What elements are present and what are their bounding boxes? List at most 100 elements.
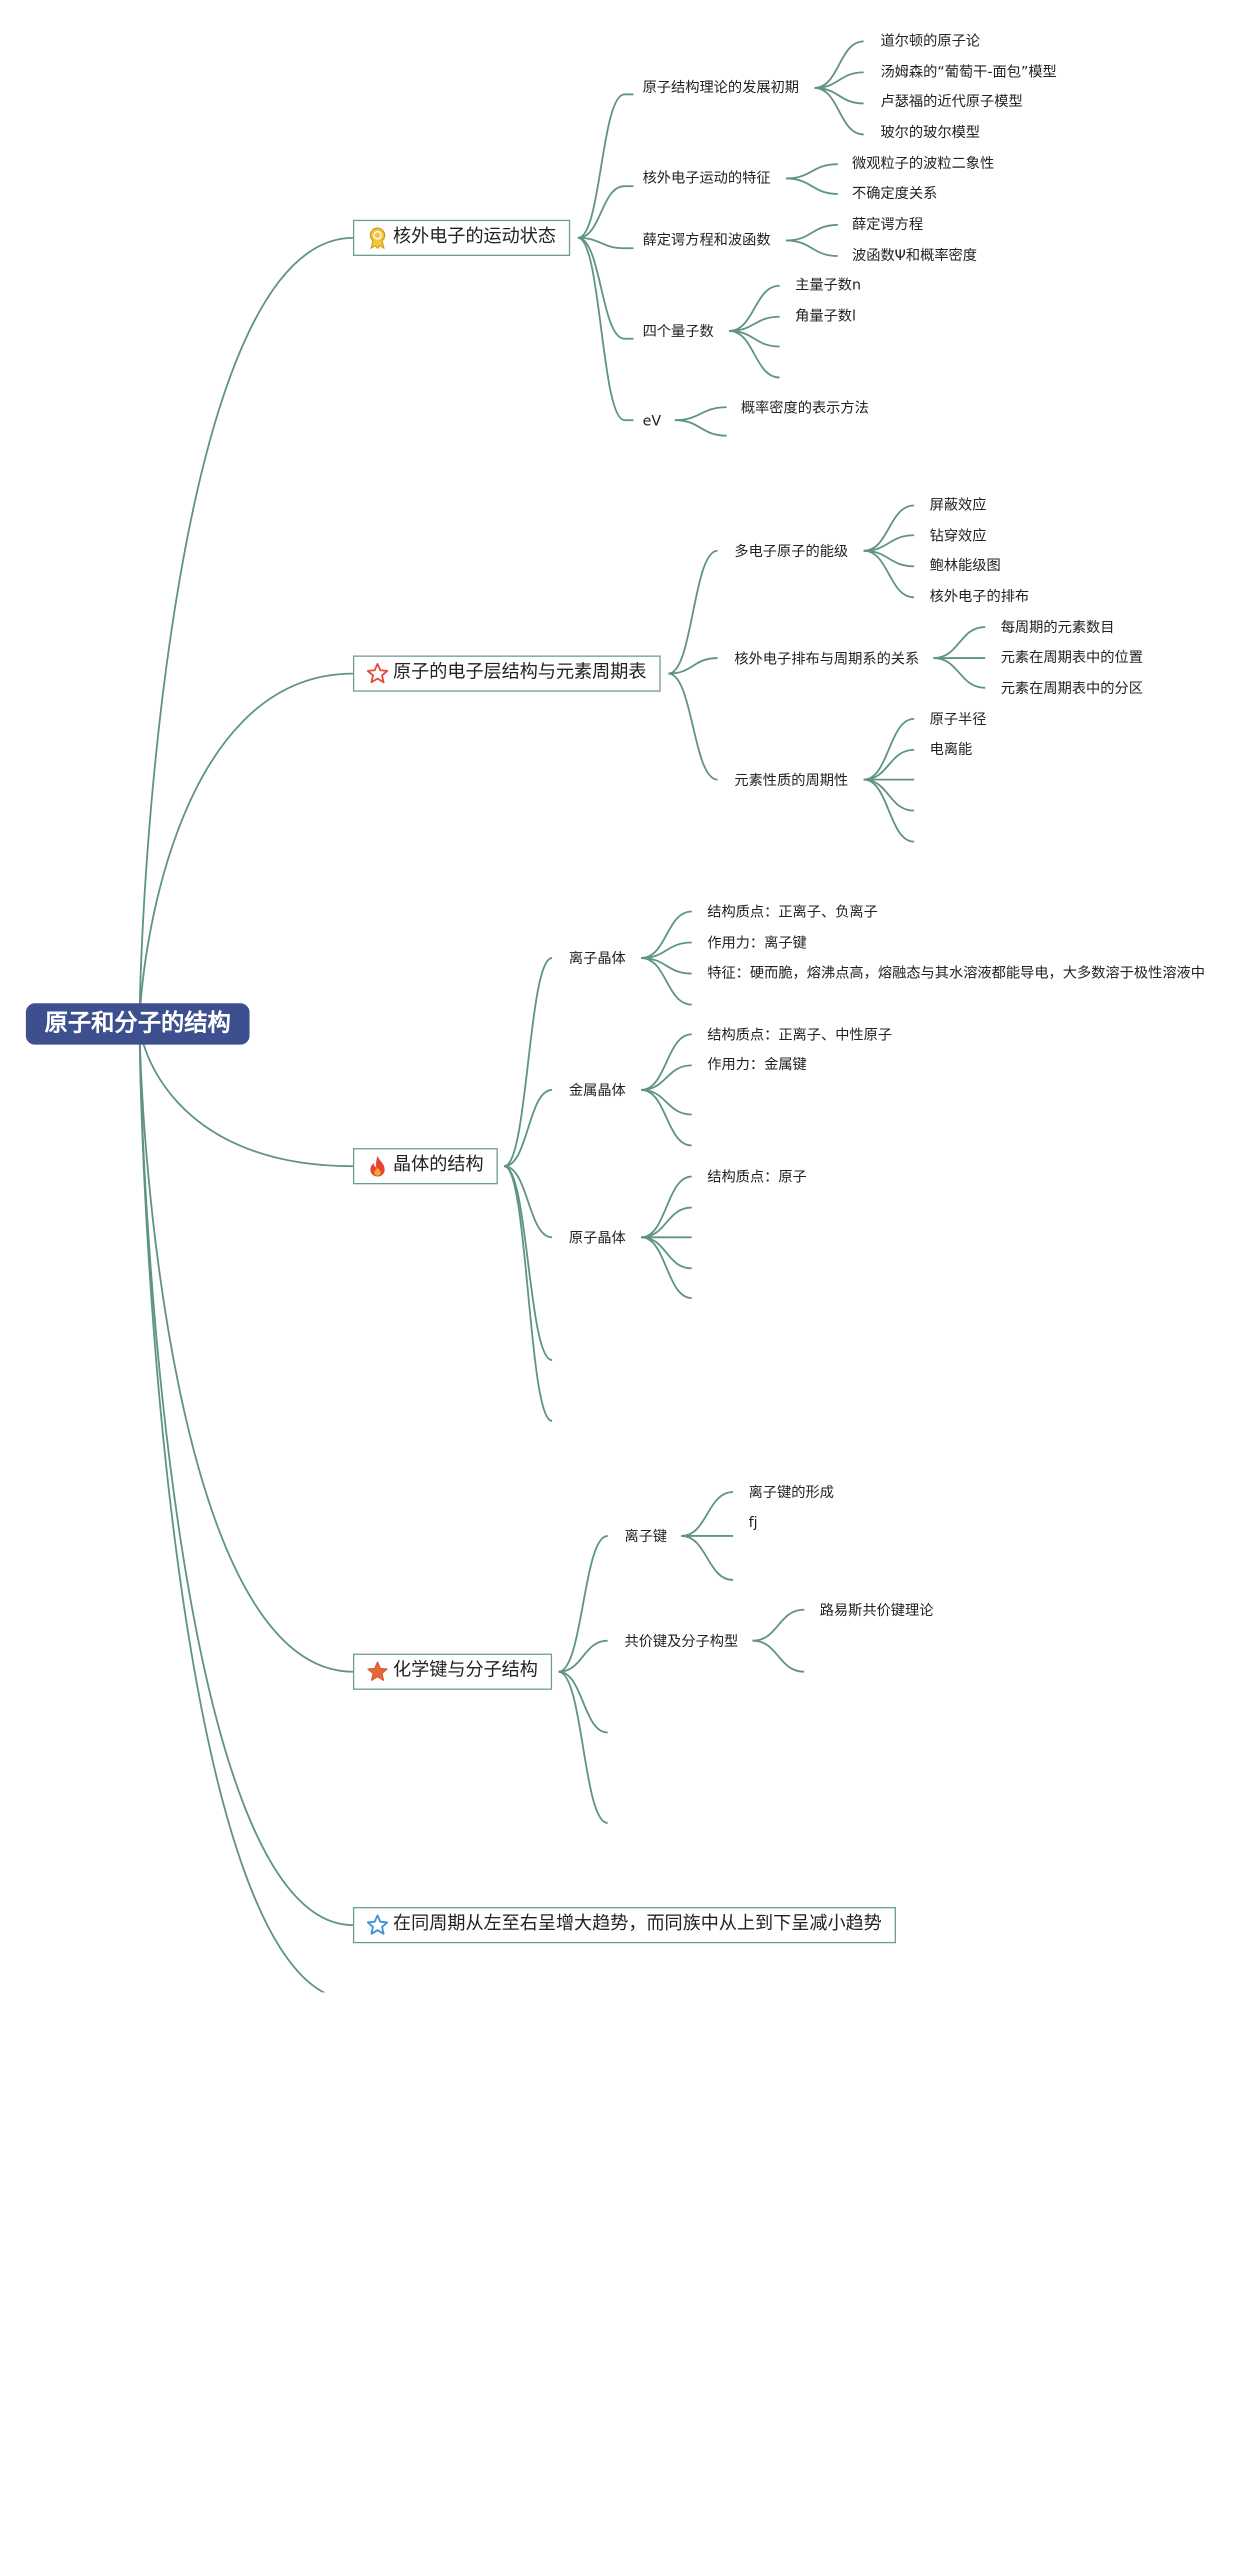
connector-line [577, 236, 625, 250]
branch-title: 原子的电子层结构与元素周期表 [393, 661, 647, 683]
leaf-node[interactable]: 主量子数n [795, 276, 862, 294]
medal-icon [369, 227, 386, 250]
connector-line [752, 1608, 805, 1642]
leaf-node[interactable]: 钻穿效应 [929, 527, 987, 545]
star-outline-blue-icon [366, 1914, 389, 1935]
connector-line [933, 657, 986, 689]
connector-line [641, 1206, 692, 1239]
branch-node-trend[interactable]: 在同周期从左至右呈增大趋势，而同族中从上到下呈减小趋势 [352, 1907, 896, 1944]
branch-title: 晶体的结构 [393, 1154, 484, 1176]
node[interactable]: eV [642, 412, 662, 430]
connector-line [933, 626, 986, 659]
node[interactable]: 原子晶体 [568, 1229, 626, 1247]
leaf-node[interactable]: 汤姆森的“葡萄干-面包”模型 [880, 63, 1057, 81]
connector-line [786, 224, 838, 242]
connector-line [138, 236, 353, 1024]
connector-line [504, 1089, 553, 1168]
leaf-node[interactable]: 不确定度关系 [852, 184, 938, 202]
node[interactable]: 离子键 [624, 1528, 668, 1546]
leaf-node[interactable]: 路易斯共价键理论 [819, 1601, 934, 1619]
leaf-node[interactable]: 特征：硬而脆，熔沸点高，熔融态与其水溶液都能导电，大多数溶于极性溶液中 [707, 964, 1205, 982]
node[interactable]: 金属晶体 [568, 1082, 626, 1099]
connector-line [503, 1165, 553, 1362]
connector-line [681, 1491, 734, 1537]
connector-line [863, 748, 915, 781]
connector-line [641, 1064, 692, 1091]
leaf-node[interactable]: 结构质点：正离子、中性原子 [707, 1026, 893, 1044]
connector-line [577, 236, 625, 422]
connector-line [577, 93, 625, 239]
leaf-node[interactable]: 鲍林能级图 [929, 557, 1001, 575]
node[interactable]: 多电子原子的能级 [734, 543, 849, 560]
leaf-node[interactable]: 结构质点：正离子、负离子 [707, 903, 878, 921]
branch-title: 核外电子的运动状态 [393, 226, 556, 247]
connector-line [814, 87, 864, 136]
branch-node-motion-state[interactable]: 核外电子的运动状态 [352, 219, 571, 256]
node[interactable]: 原子结构理论的发展初期 [642, 78, 800, 96]
connector-line [641, 957, 692, 1006]
connector-line [577, 236, 625, 340]
leaf-node[interactable]: 核外电子的排布 [929, 588, 1030, 606]
connector-lines [138, 40, 986, 1993]
connector-line [786, 163, 838, 180]
connector-line [752, 1639, 805, 1673]
leaf-node[interactable]: 原子半径 [929, 711, 987, 728]
node[interactable]: 元素性质的周期性 [734, 771, 849, 789]
leaf-node[interactable]: 微观粒子的波粒二象性 [852, 155, 995, 172]
connector-line [558, 1670, 608, 1734]
connector-line [558, 1639, 608, 1673]
connector-line [863, 717, 915, 781]
leaf-node[interactable]: 波函数Ψ和概率密度 [852, 246, 978, 264]
leaf-node[interactable]: 屏蔽效应 [929, 496, 987, 514]
connector-line [668, 549, 718, 675]
leaf-node[interactable]: 元素在周期表中的位置 [1000, 649, 1143, 666]
leaf-node[interactable]: 元素在周期表中的分区 [1000, 680, 1143, 697]
node[interactable]: 核外电子运动的特征 [642, 169, 771, 187]
connector-line [668, 672, 718, 781]
connector-line [641, 1089, 692, 1116]
leaf-node[interactable]: 角量子数l [795, 307, 856, 325]
connector-line [558, 1535, 608, 1673]
connector-line [641, 1236, 692, 1299]
node[interactable]: 四个量子数 [642, 323, 714, 341]
connector-line [729, 330, 780, 379]
connector-line [641, 1175, 692, 1239]
fire-icon [370, 1155, 385, 1177]
connector-line [577, 185, 625, 239]
leaf-node[interactable]: 卢瑟福的近代原子模型 [880, 93, 1023, 110]
leaf-node[interactable]: 结构质点：原子 [707, 1168, 807, 1186]
connector-line [138, 1023, 353, 1673]
connector-line [503, 1165, 553, 1422]
branch-node-periodic-table[interactable]: 原子的电子层结构与元素周期表 [352, 655, 661, 692]
node[interactable]: 薛定谔方程和波函数 [642, 231, 771, 249]
branch-title: 在同周期从左至右呈增大趋势，而同族中从上到下呈减小趋势 [393, 1913, 882, 1935]
root-node[interactable]: 原子和分子的结构 [25, 1003, 250, 1045]
leaf-node[interactable]: 玻尔的玻尔模型 [880, 124, 981, 141]
node[interactable]: 核外电子排布与周期系的关系 [734, 650, 920, 668]
connector-line [641, 1236, 692, 1270]
leaf-node[interactable]: fj [748, 1513, 758, 1531]
connector-line [863, 778, 915, 812]
branch-node-chemical-bond[interactable]: 化学键与分子结构 [352, 1653, 553, 1690]
connector-line [681, 1535, 734, 1581]
branch-node-crystal-structure[interactable]: 晶体的结构 [352, 1148, 498, 1185]
leaf-node[interactable]: 薛定谔方程 [852, 215, 924, 233]
leaf-node[interactable]: 作用力：金属键 [707, 1056, 807, 1074]
leaf-node[interactable]: 电离能 [929, 740, 973, 758]
node[interactable]: 共价键及分子构型 [624, 1632, 739, 1650]
connector-line [674, 419, 727, 437]
connector-line [641, 1033, 692, 1091]
connector-line [504, 1165, 553, 1239]
leaf-node[interactable]: 作用力：离子键 [707, 934, 807, 952]
leaf-node[interactable]: 概率密度的表示方法 [740, 399, 869, 417]
connector-line [138, 1023, 353, 1927]
connector-line [786, 239, 838, 257]
connector-line [674, 406, 727, 422]
node[interactable]: 离子晶体 [568, 950, 626, 968]
leaf-node[interactable]: 道尔顿的原子论 [880, 32, 981, 50]
leaf-node[interactable]: 离子键的形成 [748, 1484, 834, 1502]
connector-line [668, 657, 718, 675]
connector-line [138, 1023, 326, 1993]
leaf-node[interactable]: 每周期的元素数目 [1000, 619, 1115, 637]
